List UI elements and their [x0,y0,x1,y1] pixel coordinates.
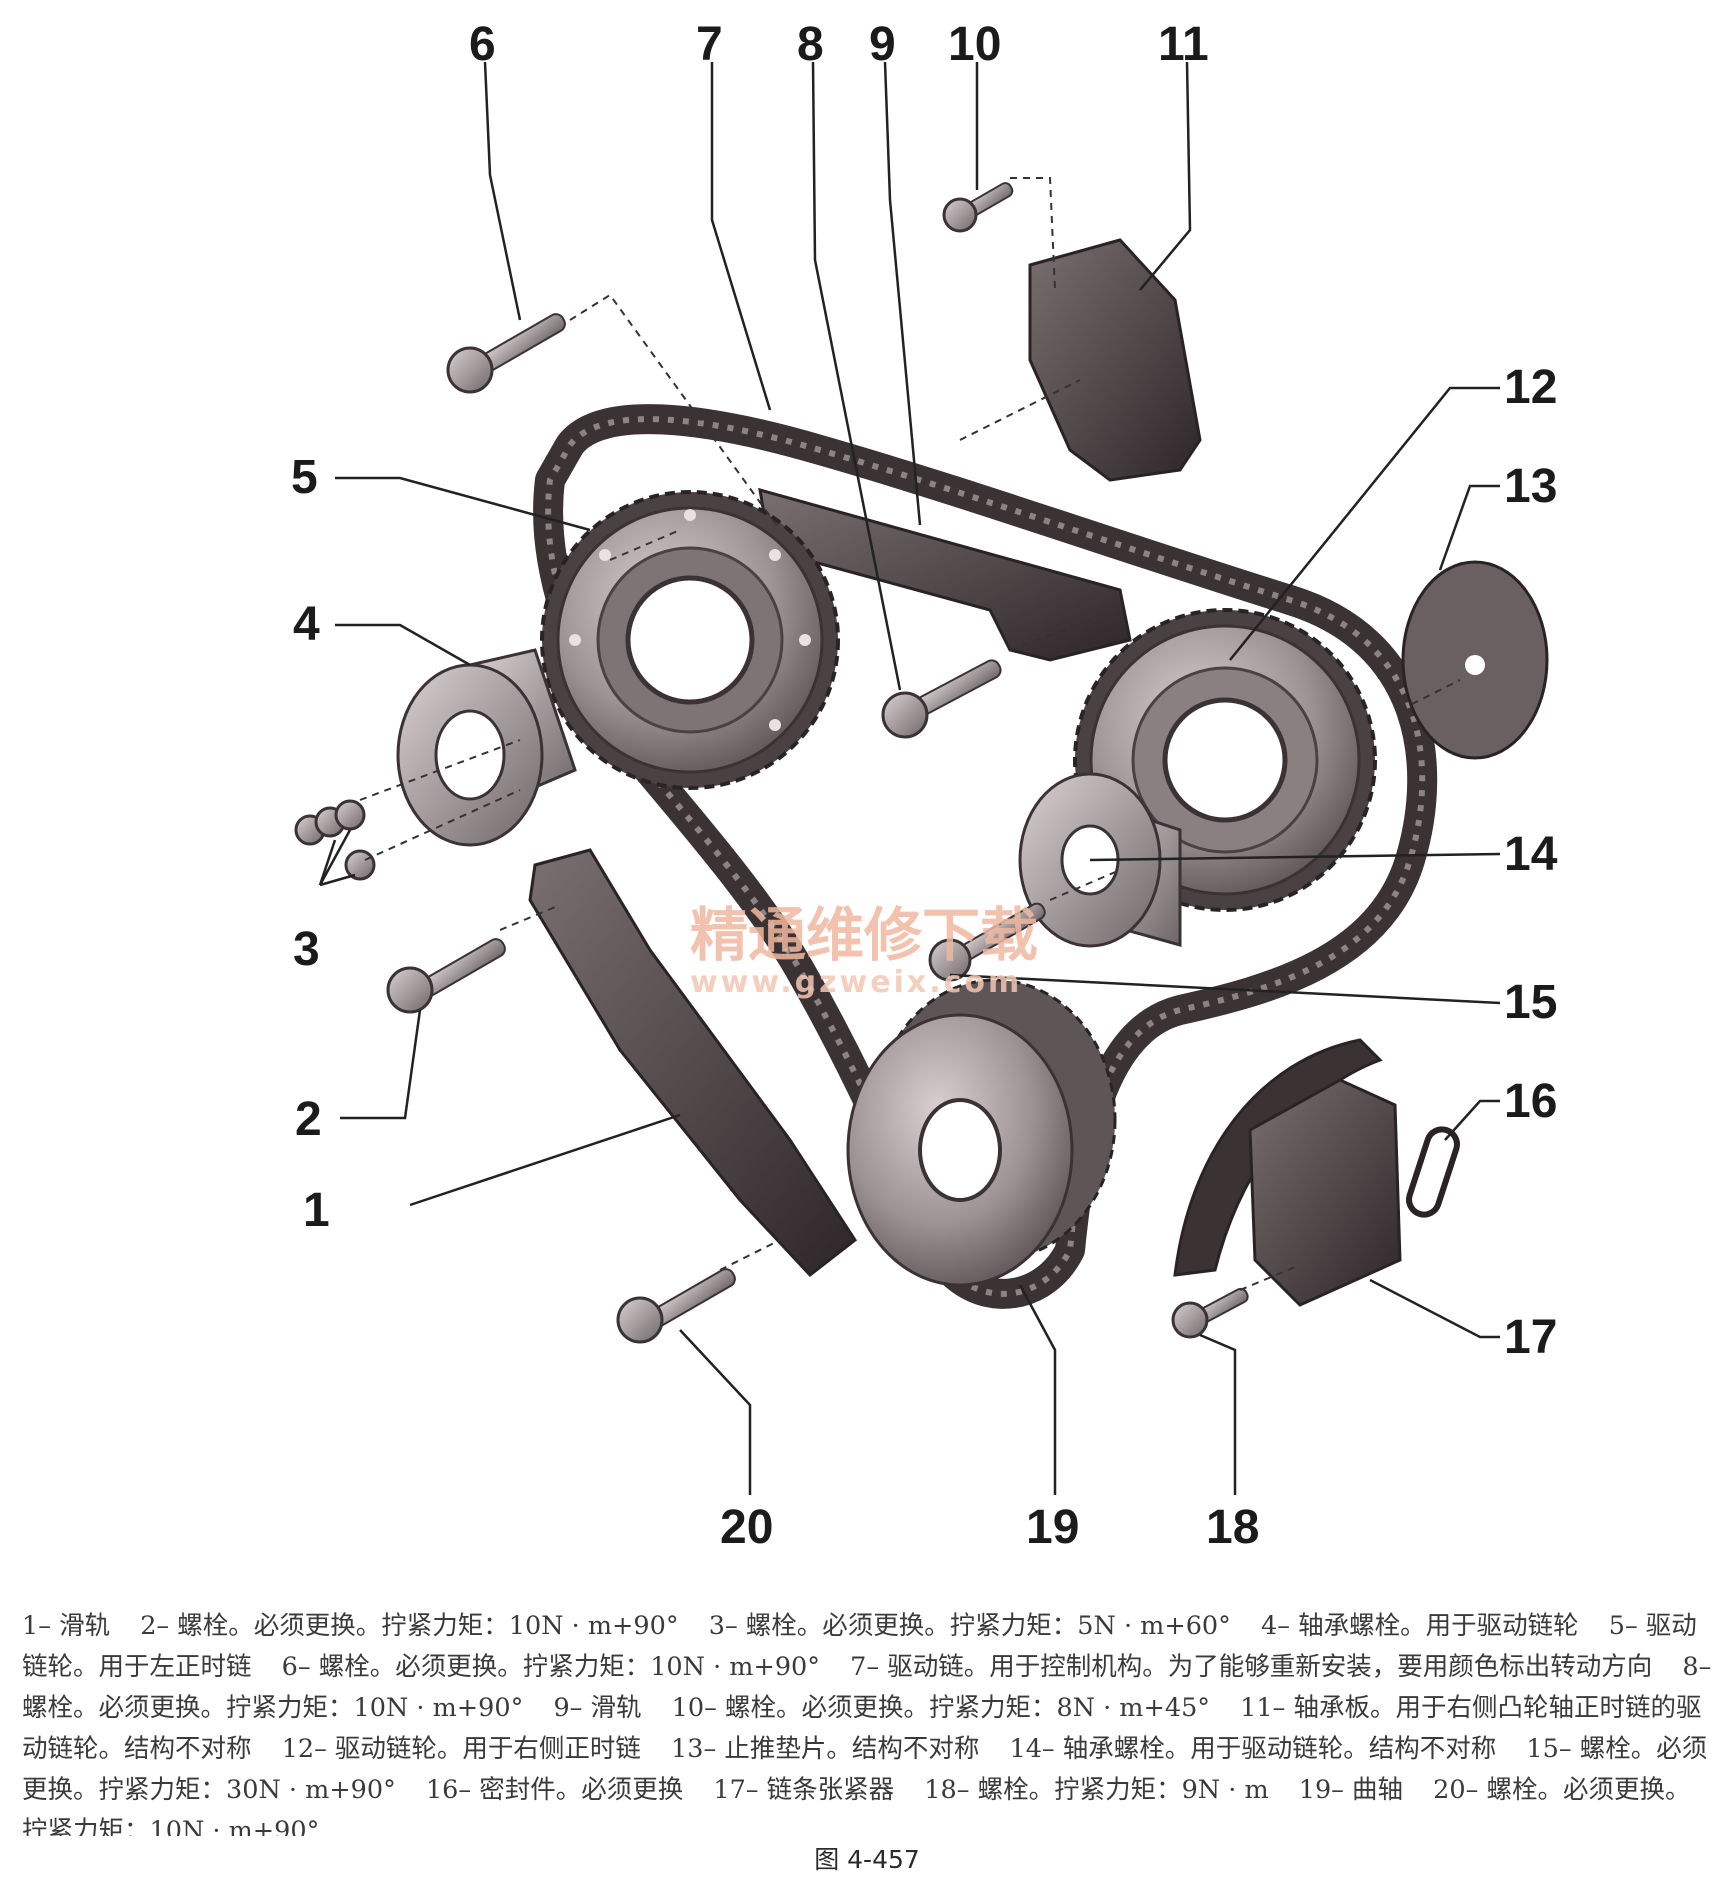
callout-numbers: 1 2 3 4 5 6 7 8 9 10 11 12 13 14 15 16 1… [291,18,1558,1554]
drive-sprocket-left [540,490,840,790]
callout-1: 1 [303,1184,330,1237]
legend-item-9: 9– 滑轨 [553,1693,642,1723]
leader-lines [318,61,1501,1495]
bearing-plate [1028,238,1202,482]
callout-11: 11 [1158,18,1209,71]
watermark-url: www.gzweix.com [690,965,1022,1000]
callout-9: 9 [869,18,896,71]
bolt-2 [386,938,506,1014]
chain-tensioner [1173,1038,1402,1307]
legend-item-19: 19– 曲轴 [1298,1775,1404,1805]
bolt-20 [616,1268,736,1344]
parts-legend: 1– 滑轨 2– 螺栓。必须更换。拧紧力矩：10N · m+90° 3– 螺栓。… [22,1606,1712,1836]
legend-item-13: 13– 止推垫片。结构不对称 [671,1734,980,1764]
callout-17: 17 [1504,1311,1557,1364]
slide-rail [528,848,858,1278]
seal-ring [1406,1126,1460,1218]
callout-19: 19 [1026,1501,1079,1554]
callout-12: 12 [1504,361,1557,414]
legend-item-3: 3– 螺栓。必须更换。拧紧力矩：5N · m+60° [708,1611,1231,1641]
bearing-bolt-left [396,648,577,847]
callout-13: 13 [1504,460,1557,513]
callout-15: 15 [1504,976,1557,1029]
bolt-8 [881,659,1002,739]
legend-item-18: 18– 螺栓。拧紧力矩：9N · m [924,1775,1269,1805]
watermark-text: 精通维修下载 [690,901,1038,969]
callout-20: 20 [720,1501,773,1554]
callout-18: 18 [1206,1501,1259,1554]
callout-16: 16 [1504,1075,1557,1128]
callout-10: 10 [948,18,1001,71]
legend-item-10: 10– 螺栓。必须更换。拧紧力矩：8N · m+45° [671,1693,1211,1723]
bolt-18 [1171,1287,1249,1339]
legend-item-5: 5– 驱动链轮。用于左正时链 [22,1611,1697,1682]
assembly-lines [359,177,1461,1291]
callout-2: 2 [295,1093,322,1146]
callout-3: 3 [293,923,320,976]
crankshaft-sprocket [846,978,1117,1287]
callout-5: 5 [291,451,318,504]
bolt-10 [942,182,1014,233]
legend-item-7: 7– 驱动链。用于控制机构。为了能够重新安装，要用颜色标出转动方向 [850,1652,1653,1682]
timing-chain-exploded-diagram: 精通维修下载 www.gzweix.com 1 2 3 4 5 6 7 8 9 … [291,18,1558,1554]
legend-item-11: 11– 轴承板。用于右侧凸轮轴正时链的驱动链轮。结构不对称 [22,1693,1702,1764]
legend-item-14: 14– 轴承螺栓。用于驱动链轮。结构不对称 [1009,1734,1497,1764]
legend-item-1: 1– 滑轨 [22,1611,111,1641]
bolt-6 [446,313,566,394]
callout-6: 6 [469,18,496,71]
drive-chain [533,404,1438,1309]
legend-item-6: 6– 螺栓。必须更换。拧紧力矩：10N · m+90° [281,1652,821,1682]
bolts-3 [294,799,376,881]
legend-item-15: 15– 螺栓。必须更换。拧紧力矩：30N · m+90° [22,1734,1708,1805]
legend-item-16: 16– 密封件。必须更换 [425,1775,684,1805]
legend-item-12: 12– 驱动链轮。用于右侧正时链 [281,1734,641,1764]
callout-4: 4 [293,598,320,651]
callout-14: 14 [1504,828,1558,881]
thrust-washer [1401,560,1549,760]
legend-item-2: 2– 螺栓。必须更换。拧紧力矩：10N · m+90° [140,1611,679,1641]
figure-label: 图 4-457 [814,1845,920,1874]
legend-item-17: 17– 链条张紧器 [713,1775,895,1805]
callout-7: 7 [696,18,723,71]
legend-item-8: 8– 螺栓。必须更换。拧紧力矩：10N · m+90° [22,1652,1712,1723]
callout-8: 8 [797,18,824,71]
legend-item-4: 4– 轴承螺栓。用于驱动链轮 [1261,1611,1579,1641]
bolt-15 [928,902,1046,982]
legend-item-20: 20– 螺栓。必须更换。拧紧力矩：10N · m+90° [22,1775,1691,1836]
